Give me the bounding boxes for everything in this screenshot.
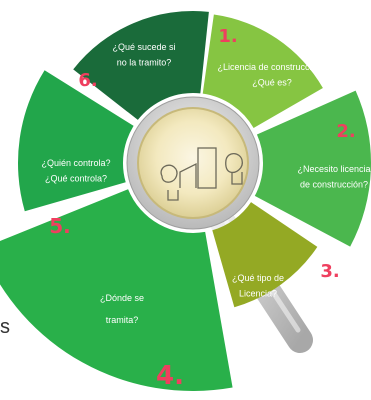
segment-label-line: ¿Qué sucede si [112, 42, 175, 52]
segment-label-line: ¿Licencia de construcción? [217, 62, 326, 72]
segment-shape [202, 14, 323, 128]
edge-text-fragment: s [0, 316, 10, 338]
segment-number: 4. [156, 361, 184, 391]
segment-label-line: no la tramito? [117, 57, 172, 67]
segment-number: 3. [320, 261, 339, 282]
segment-5: ¿Quién controla? ¿Qué controla? 5. [17, 70, 134, 238]
segment-label-line: ¿Necesito licencia [297, 164, 370, 174]
segment-label-line: de construcción? [300, 179, 368, 189]
segment-2: ¿Necesito licencia de construcción? 2. [254, 90, 371, 247]
segment-shape [254, 90, 371, 247]
segment-6: ¿Qué sucede si no la tramito? 6. [73, 11, 209, 120]
segment-shape [17, 70, 134, 212]
segment-label-line: ¿Dónde se [100, 293, 144, 303]
magnifier-lens [126, 96, 260, 230]
segment-number: 2. [336, 121, 355, 142]
segment-label-line: ¿Qué es? [252, 77, 292, 87]
boxing-gloves-sketch-icon [160, 147, 243, 201]
segment-3: ¿Qué tipo de Licencia? 3. [212, 202, 340, 308]
segment-number: 5. [49, 214, 71, 238]
segment-label-line: tramita? [106, 315, 139, 325]
segment-1: ¿Licencia de construcción? ¿Qué es? 1. [202, 14, 327, 128]
segment-label-line: ¿Qué controla? [45, 173, 107, 183]
segment-label-line: ¿Quién controla? [41, 158, 110, 168]
segment-4: ¿Dónde se tramita? 4. [0, 189, 233, 391]
segment-shape [73, 11, 209, 120]
segment-label-line: ¿Qué tipo de [232, 273, 284, 283]
segment-shape [0, 189, 233, 391]
segment-number: 1. [218, 26, 237, 47]
segment-label-line: Licencia? [239, 288, 277, 298]
segment-number: 6. [78, 70, 97, 91]
segment-shape [212, 202, 318, 308]
